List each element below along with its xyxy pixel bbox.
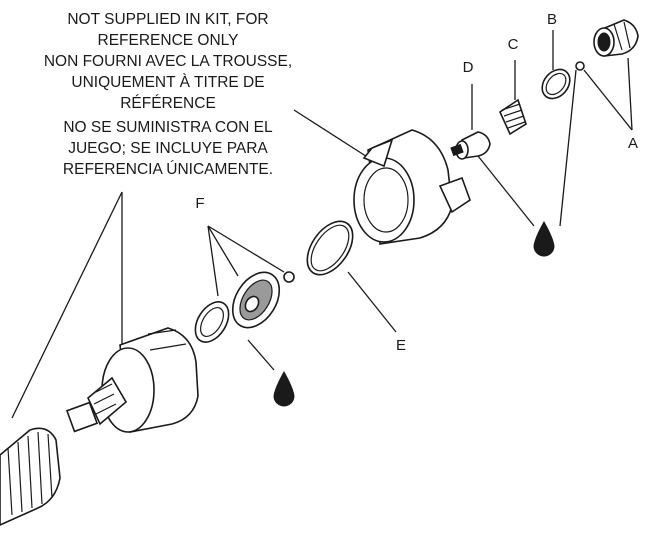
note-line-4: UNIQUEMENT À TITRE DE: [71, 74, 264, 91]
note-line-2: REFERENCE ONLY: [98, 32, 239, 49]
lubricant-drop-icon: [533, 220, 555, 257]
reference-note: NOT SUPPLIED IN KIT, FOR REFERENCE ONLY …: [44, 11, 292, 178]
note-line-3: NON FOURNI AVEC LA TROUSSE,: [44, 53, 292, 70]
cartridge-stem: [65, 327, 199, 433]
label-e: E: [396, 337, 406, 354]
note-line-1: NOT SUPPLIED IN KIT, FOR: [67, 11, 268, 28]
lubricant-drop-icon: [273, 370, 295, 407]
label-c: C: [508, 36, 519, 53]
part-e-oring: E: [306, 220, 406, 354]
note-line-8: REFERENCIA ÚNICAMENTE.: [63, 161, 273, 178]
part-f-assembly: F: [194, 195, 295, 407]
label-d: D: [463, 59, 474, 76]
note-line-6: NO SE SUMINISTRA CON EL: [63, 119, 273, 136]
part-c-spring: C: [498, 36, 527, 136]
part-a-cap: A: [559, 19, 639, 227]
note-line-7: JUEGO; SE INCLUYE PARA: [68, 140, 268, 157]
valve-housing: [353, 129, 471, 245]
part-d-pin: D: [450, 59, 555, 257]
label-b: B: [547, 11, 557, 28]
label-a: A: [628, 135, 638, 152]
part-b-oring: B: [541, 11, 571, 100]
label-f: F: [195, 195, 204, 212]
note-line-5: RÉFÉRENCE: [120, 95, 216, 112]
spline-shaft-edge: [0, 427, 61, 526]
note-leader-lines: [11, 109, 373, 419]
